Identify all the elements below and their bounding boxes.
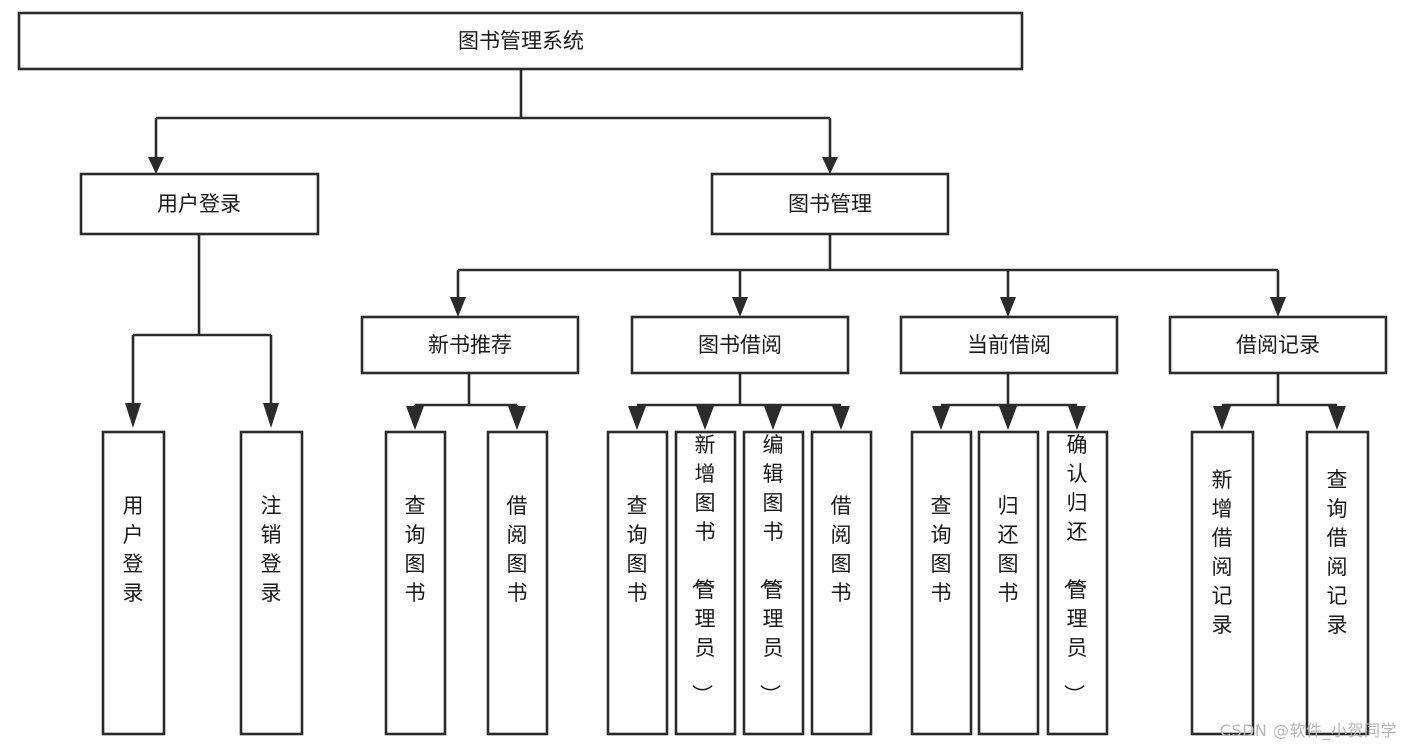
leaf-node-add-book[interactable]: 新增图书（管理员）	[674, 430, 737, 736]
leaf-node-add-record[interactable]: 新增借阅记录	[1190, 430, 1255, 736]
arrowhead-leaf-query-book-2	[628, 406, 646, 430]
leaf-user-login-label: 用户登录	[123, 494, 144, 605]
arrowhead-leaf-query-book-3	[932, 406, 950, 430]
arrowhead-leaf-query-book-1	[406, 406, 424, 430]
node-new-book-recommend[interactable]: 新书推荐	[360, 315, 580, 375]
arrowhead-leaf-user-logout	[263, 403, 279, 428]
leaf-borrow-book-2-label: 借阅图书	[831, 494, 852, 605]
leaf-node-return-book[interactable]: 归还图书	[977, 430, 1040, 736]
arrowhead-current-borrow	[1000, 297, 1016, 317]
arrowhead-leaf-query-record	[1328, 406, 1346, 430]
leaf-add-record-box[interactable]	[1190, 430, 1255, 736]
leaf-add-book-box[interactable]	[674, 430, 737, 736]
leaf-edit-book-label: 编辑图书（管理员）	[758, 433, 784, 705]
leaf-user-logout-box[interactable]	[239, 430, 304, 736]
leaf-borrow-book-1-box[interactable]	[486, 430, 549, 736]
root-label: 图书管理系统	[458, 29, 584, 53]
node-user-login[interactable]: 用户登录	[79, 172, 320, 236]
arrowhead-book-management	[822, 157, 838, 174]
leaf-node-borrow-book-1[interactable]: 借阅图书	[486, 430, 549, 736]
leaf-edit-book-box[interactable]	[742, 430, 805, 736]
book-management-box[interactable]	[710, 172, 950, 236]
leaf-query-book-2-box[interactable]	[606, 430, 669, 736]
leaf-node-borrow-book-2[interactable]: 借阅图书	[810, 430, 873, 736]
leaf-add-book-label: 新增图书（管理员）	[690, 433, 716, 705]
arrowhead-leaf-borrow-book-2	[832, 406, 850, 430]
leaf-node-query-book-2[interactable]: 查询图书	[606, 430, 669, 736]
arrowhead-leaf-add-book	[696, 406, 714, 430]
leaf-node-user-login[interactable]: 用户登录	[101, 430, 166, 736]
arrowhead-leaf-borrow-book-1	[508, 406, 526, 430]
book-borrow-box[interactable]	[630, 315, 850, 375]
current-borrow-label: 当前借阅	[967, 333, 1051, 357]
leaf-confirm-return-label: 确认归还（管理员）	[1062, 433, 1088, 705]
arrowhead-leaf-edit-book	[764, 406, 782, 430]
leaf-add-record-label: 新增借阅记录	[1212, 468, 1233, 637]
leaf-query-book-1-box[interactable]	[384, 430, 447, 736]
node-borrow-record[interactable]: 借阅记录	[1168, 315, 1388, 375]
leaf-user-logout-label: 注销登录	[261, 494, 282, 605]
book-management-label: 图书管理	[788, 192, 872, 216]
leaf-node-confirm-return[interactable]: 确认归还（管理员）	[1046, 430, 1109, 736]
leaf-node-query-book-1[interactable]: 查询图书	[384, 430, 447, 736]
leaf-node-query-record[interactable]: 查询借阅记录	[1305, 430, 1370, 736]
arrowhead-new-book-recommend	[450, 297, 466, 317]
node-root[interactable]: 图书管理系统	[17, 11, 1024, 71]
book-borrow-label: 图书借阅	[698, 333, 782, 357]
leaf-borrow-book-2-box[interactable]	[810, 430, 873, 736]
leaf-query-book-1-label: 查询图书	[405, 494, 426, 605]
leaf-node-edit-book[interactable]: 编辑图书（管理员）	[742, 430, 805, 736]
leaf-query-book-3-box[interactable]	[910, 430, 973, 736]
arrowhead-leaf-user-login	[125, 403, 141, 428]
arrowhead-leaf-confirm-return	[1068, 406, 1086, 430]
leaf-node-query-book-3[interactable]: 查询图书	[910, 430, 973, 736]
user-login-label: 用户登录	[157, 192, 241, 216]
leaf-query-record-label: 查询借阅记录	[1327, 468, 1348, 637]
leaf-confirm-return-box[interactable]	[1046, 430, 1109, 736]
root-box[interactable]	[17, 11, 1024, 71]
node-book-management[interactable]: 图书管理	[710, 172, 950, 236]
user-login-box[interactable]	[79, 172, 320, 236]
leaf-return-book-box[interactable]	[977, 430, 1040, 736]
leaf-node-user-logout[interactable]: 注销登录	[239, 430, 304, 736]
leaf-user-login-box[interactable]	[101, 430, 166, 736]
arrowhead-user-login	[148, 157, 164, 174]
arrowhead-leaf-add-record	[1213, 406, 1231, 430]
leaf-return-book-label: 归还图书	[998, 494, 1019, 605]
current-borrow-box[interactable]	[899, 315, 1119, 375]
csdn-watermark: CSDN @软件_小贺同学	[1219, 721, 1397, 740]
borrow-record-label: 借阅记录	[1236, 333, 1320, 357]
node-current-borrow[interactable]: 当前借阅	[899, 315, 1119, 375]
connectors-layer	[125, 69, 1346, 430]
new-book-recommend-label: 新书推荐	[428, 333, 512, 357]
leaf-query-record-box[interactable]	[1305, 430, 1370, 736]
leaf-borrow-book-1-label: 借阅图书	[507, 494, 528, 605]
arrowhead-leaf-return-book	[999, 406, 1017, 430]
leaf-query-book-2-label: 查询图书	[627, 494, 648, 605]
leaf-query-book-3-label: 查询图书	[931, 494, 952, 605]
borrow-record-box[interactable]	[1168, 315, 1388, 375]
arrowhead-book-borrow	[732, 297, 748, 317]
node-book-borrow[interactable]: 图书借阅	[630, 315, 850, 375]
arrowhead-borrow-record	[1270, 297, 1286, 317]
new-book-recommend-box[interactable]	[360, 315, 580, 375]
